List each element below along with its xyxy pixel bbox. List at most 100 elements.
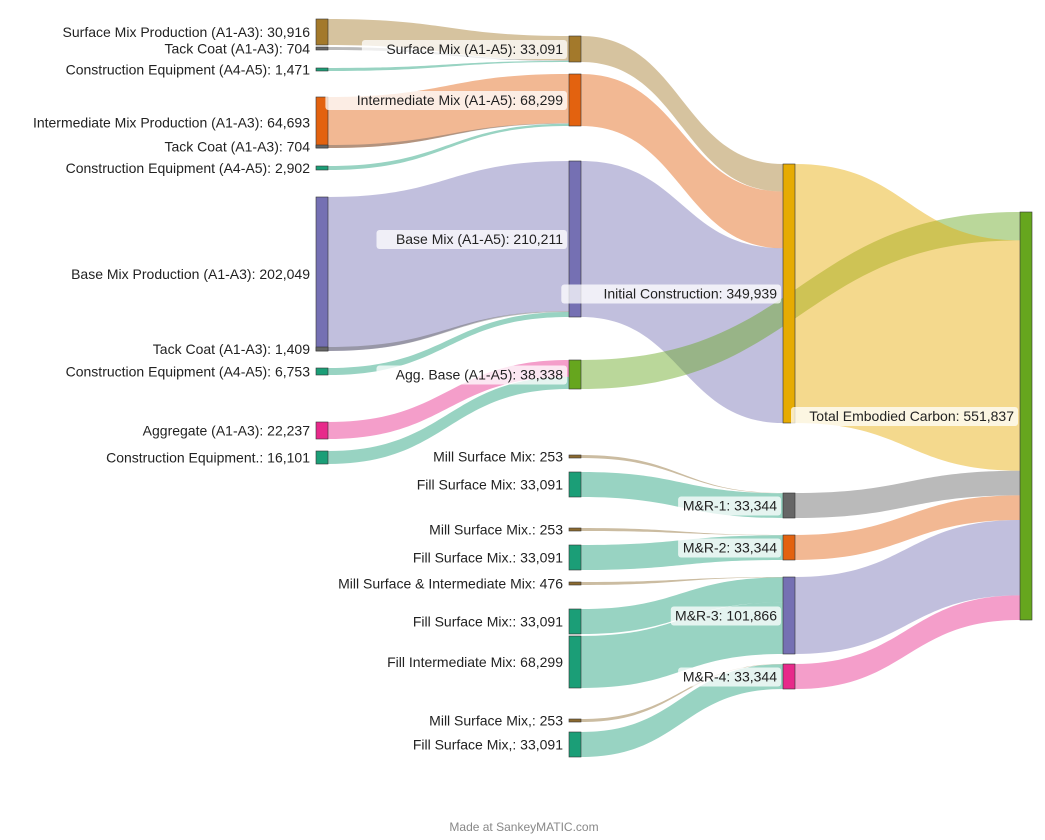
node-label-msi: Mill Surface & Intermediate Mix: 476 bbox=[338, 576, 563, 592]
flow-ab-to-tec bbox=[581, 212, 1020, 389]
node-label-value: 253 bbox=[540, 522, 564, 538]
node-bm bbox=[568, 160, 582, 318]
node-label-sm: Surface Mix (A1-A5): 33,091 bbox=[386, 41, 563, 57]
node-label-ce2: Construction Equipment (A4-A5): 2,902 bbox=[66, 160, 311, 176]
flow-ce1-to-sm bbox=[328, 60, 569, 71]
flow-fs4-to-mr4 bbox=[581, 664, 783, 757]
node-label-separator: : bbox=[279, 139, 287, 155]
node-label-separator: : bbox=[956, 408, 964, 424]
node-label-value: 476 bbox=[540, 576, 564, 592]
node-label-separator: : bbox=[532, 522, 540, 538]
node-label-name: Agg. Base (A1-A5) bbox=[396, 367, 513, 383]
node-ic bbox=[782, 163, 796, 424]
node-label-value: 68,299 bbox=[520, 654, 563, 670]
node-agg bbox=[315, 421, 329, 440]
node-label-separator: : bbox=[252, 266, 260, 282]
node-label-value: 1,409 bbox=[275, 341, 310, 357]
node-label-value: 551,837 bbox=[963, 408, 1014, 424]
node-ce1 bbox=[315, 67, 329, 72]
node-label-value: 101,866 bbox=[726, 608, 777, 624]
node-label-separator: : bbox=[506, 231, 514, 247]
node-label-value: 33,344 bbox=[734, 669, 777, 685]
flow-tc3-to-bm bbox=[328, 310, 569, 351]
node-label-fs2: Fill Surface Mix.: 33,091 bbox=[413, 550, 563, 566]
node-label-name: Intermediate Mix Production (A1-A3) bbox=[33, 115, 259, 131]
node-label-name: Surface Mix Production (A1-A3) bbox=[63, 24, 260, 40]
node-label-value: 30,916 bbox=[267, 24, 310, 40]
node-bmp bbox=[315, 196, 329, 352]
node-label-separator: : bbox=[512, 614, 520, 630]
node-label-name: Fill Surface Mix: bbox=[413, 614, 513, 630]
node-tc2 bbox=[315, 144, 329, 149]
flow-ms1-to-mr1 bbox=[581, 455, 783, 494]
node-smp bbox=[315, 18, 329, 46]
node-label-name: M&R-3 bbox=[675, 608, 719, 624]
node-label-value: 16,101 bbox=[267, 450, 310, 466]
flows-layer bbox=[328, 19, 1020, 757]
flow-sm-to-ic bbox=[581, 36, 783, 192]
flow-mr2-to-tec bbox=[795, 495, 1020, 560]
node-label-name: Construction Equipment (A4-A5) bbox=[66, 364, 268, 380]
node-fs4 bbox=[568, 731, 582, 758]
node-label-name: Construction Equipment. bbox=[106, 450, 259, 466]
node-label-separator: : bbox=[726, 498, 734, 514]
node-label-fs4: Fill Surface Mix,: 33,091 bbox=[413, 737, 563, 753]
node-label-separator: : bbox=[279, 41, 287, 57]
node-label-value: 33,091 bbox=[520, 737, 563, 753]
flow-ms4-to-mr4 bbox=[581, 664, 783, 722]
node-label-separator: : bbox=[259, 115, 267, 131]
node-label-separator: : bbox=[267, 364, 275, 380]
node-label-separator: : bbox=[267, 160, 275, 176]
node-label-value: 64,693 bbox=[267, 115, 310, 131]
node-label-bg-ab bbox=[376, 365, 567, 385]
node-label-name: Base Mix Production (A1-A3) bbox=[71, 266, 252, 282]
node-label-separator: : bbox=[259, 450, 267, 466]
node-label-name: Construction Equipment (A4-A5) bbox=[66, 160, 268, 176]
node-label-separator: : bbox=[267, 62, 275, 78]
node-label-value: 704 bbox=[287, 139, 311, 155]
node-label-value: 33,091 bbox=[520, 41, 563, 57]
node-label-ic: Initial Construction: 349,939 bbox=[603, 286, 777, 302]
labels-layer: Surface Mix Production (A1-A3): 30,916Ta… bbox=[33, 24, 1018, 753]
node-label-separator: : bbox=[512, 737, 520, 753]
node-label-name: Tack Coat (A1-A3) bbox=[164, 41, 278, 57]
node-label-tec: Total Embodied Carbon: 551,837 bbox=[809, 408, 1014, 424]
node-im bbox=[568, 73, 582, 127]
node-label-imp: Intermediate Mix Production (A1-A3): 64,… bbox=[33, 115, 310, 131]
node-msi bbox=[568, 581, 582, 586]
node-ce4 bbox=[315, 450, 329, 465]
node-label-name: Fill Intermediate Mix bbox=[387, 654, 512, 670]
node-label-name: Intermediate Mix (A1-A5) bbox=[357, 92, 513, 108]
flow-bmp-to-bm bbox=[328, 161, 569, 351]
node-fs3 bbox=[568, 608, 582, 635]
node-label-mr3: M&R-3: 101,866 bbox=[675, 608, 777, 624]
flow-ce2-to-im bbox=[328, 123, 569, 170]
node-label-name: Fill Surface Mix, bbox=[413, 737, 513, 753]
node-label-value: 2,902 bbox=[275, 160, 310, 176]
node-label-value: 33,091 bbox=[520, 614, 563, 630]
node-label-bm: Base Mix (A1-A5): 210,211 bbox=[396, 231, 563, 247]
node-label-name: Construction Equipment (A4-A5) bbox=[66, 62, 268, 78]
node-label-separator: : bbox=[719, 608, 727, 624]
node-label-ms1: Mill Surface Mix: 253 bbox=[433, 449, 563, 465]
node-label-name: Tack Coat (A1-A3) bbox=[153, 341, 267, 357]
node-label-value: 68,299 bbox=[520, 92, 563, 108]
node-label-value: 253 bbox=[540, 713, 564, 729]
node-ab bbox=[568, 359, 582, 390]
node-label-fim: Fill Intermediate Mix: 68,299 bbox=[387, 654, 563, 670]
node-label-separator: : bbox=[532, 576, 540, 592]
flow-tc2-to-im bbox=[328, 123, 569, 148]
node-label-ms2: Mill Surface Mix.: 253 bbox=[429, 522, 563, 538]
node-label-mr4: M&R-4: 33,344 bbox=[683, 669, 777, 685]
node-label-ce4: Construction Equipment.: 16,101 bbox=[106, 450, 310, 466]
flow-mr3-to-tec bbox=[795, 520, 1020, 654]
node-label-mr1: M&R-1: 33,344 bbox=[683, 498, 777, 514]
flow-msi-to-mr3 bbox=[581, 577, 783, 585]
flow-mr4-to-tec bbox=[795, 595, 1020, 689]
node-label-value: 38,338 bbox=[520, 367, 563, 383]
node-label-smp: Surface Mix Production (A1-A3): 30,916 bbox=[63, 24, 311, 40]
node-fs1 bbox=[568, 471, 582, 498]
node-label-value: 33,344 bbox=[734, 498, 777, 514]
node-label-name: Surface Mix (A1-A5) bbox=[386, 41, 512, 57]
